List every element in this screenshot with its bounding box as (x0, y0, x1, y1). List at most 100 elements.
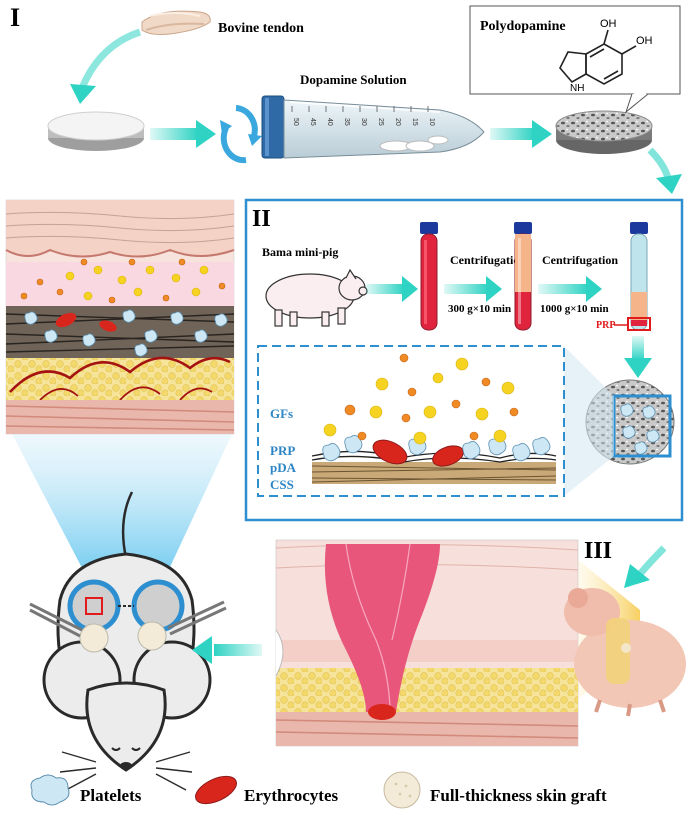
css-layer-label: CSS (270, 477, 294, 492)
growth-factor-orange (178, 258, 186, 266)
growth-factor-yellow (133, 287, 143, 297)
growth-factor-yellow (323, 423, 337, 437)
platelet (44, 329, 58, 343)
collagen-disc (47, 111, 145, 151)
centrifugation-label-one: Centrifugation (450, 253, 526, 267)
arrow-prp-to-disc (632, 336, 644, 360)
legend-skin-graft-dots (394, 782, 412, 798)
arrow-tube-to-pda (490, 128, 534, 140)
blood-tube-prp (627, 222, 651, 331)
polydopamine-callout (469, 5, 681, 114)
prp-layer-label: PRP (270, 443, 295, 458)
growth-factor-orange (469, 431, 479, 441)
growth-factor-yellow (501, 381, 515, 395)
tube-scale-mark: 10 (428, 118, 435, 126)
growth-factor-yellow (191, 287, 201, 297)
section-two-label: II (252, 206, 271, 232)
growth-factor-orange (128, 258, 136, 266)
speed-label-two: 1000 g×10 min (540, 303, 609, 315)
arrow-tendon-to-disc (78, 28, 142, 90)
growth-factor-orange (20, 292, 28, 300)
zoom-growth-factors (323, 353, 519, 445)
disc-platelets (620, 403, 660, 455)
molecule-oh-top: OH (600, 18, 617, 30)
growth-factor-yellow (413, 431, 427, 445)
polydopamine-label: Polydopamine (480, 19, 566, 34)
molecule-nh: NH (570, 83, 584, 94)
platelet (620, 403, 634, 417)
skin-platelets-erythrocytes (55, 312, 117, 332)
growth-factor-orange (344, 404, 356, 416)
growth-factor-yellow (93, 265, 103, 275)
tube-scale-mark: 25 (377, 118, 384, 126)
growth-factor-orange (80, 258, 88, 266)
platelet (82, 333, 96, 347)
bama-pig-label: Bama mini-pig (262, 245, 338, 259)
growth-factor-orange (108, 296, 116, 304)
blood-tube-separated (514, 222, 532, 331)
bovine-tendon-picture (141, 10, 211, 35)
growth-factor-yellow (369, 405, 383, 419)
platelet (462, 441, 481, 460)
growth-factor-yellow (475, 407, 489, 421)
pda-layer-label: pDA (270, 460, 297, 475)
growth-factor-yellow (423, 405, 437, 419)
centrifugation-label-two: Centrifugation (542, 253, 618, 267)
skin-cross-section (5, 199, 235, 435)
zoom-wedge (564, 346, 614, 496)
legend-platelet-icon (30, 774, 70, 806)
arrow-pig-to-tube (366, 284, 404, 294)
growth-factor-orange (407, 387, 417, 397)
growth-factor-orange (399, 353, 409, 363)
growth-factor-orange (36, 278, 44, 286)
tube-scale-mark: 50 (292, 118, 299, 126)
platelet (24, 311, 38, 325)
dopamine-tube (261, 95, 485, 159)
tube-scale-mark: 35 (343, 118, 350, 126)
tube-scale-mark: 15 (411, 118, 418, 126)
arrow-wound-to-rat-head (192, 636, 212, 664)
section-two: II Bama mini-pig Centrifugation 300 g×10… (244, 198, 684, 522)
css-layer (311, 462, 557, 484)
arrow-wound-to-rat (214, 644, 262, 656)
growth-factor-yellow (455, 357, 469, 371)
arrow-tube2-to-tube3 (538, 284, 588, 294)
growth-factor-orange (509, 407, 519, 417)
beam-skin-to-rat (12, 434, 232, 610)
growth-factor-orange (162, 294, 170, 302)
platelet (144, 329, 158, 343)
arrow-disc-to-tube (150, 128, 198, 140)
legend: Platelets Erythrocytes Full-thickness sk… (30, 771, 607, 809)
legend-skin-graft-icon (383, 771, 421, 809)
growth-factor-yellow (117, 275, 127, 285)
bama-mini-pig-picture (265, 268, 368, 327)
arrow-section-to-mouse (637, 545, 667, 577)
growth-factor-yellow (199, 265, 209, 275)
growth-factor-yellow (432, 372, 444, 384)
platelet (512, 443, 531, 462)
arrow-tube-to-pda-head (532, 120, 552, 148)
tube-scale-mark: 45 (309, 118, 316, 126)
tube-scale-mark: 30 (360, 118, 367, 126)
growth-factor-yellow (145, 265, 155, 275)
nude-mouse-picture (564, 588, 686, 717)
arrow-disc-to-tube-head (196, 120, 216, 148)
rotation-icon (220, 105, 258, 164)
growth-factor-yellow (83, 291, 93, 301)
dopamine-solution-label: Dopamine Solution (300, 72, 407, 87)
molecule-oh-right: OH (636, 35, 653, 47)
prp-marker-label: PRP (596, 320, 615, 331)
arrow-pda-to-prp-area-head (656, 174, 682, 194)
growth-factor-orange (357, 431, 367, 441)
section-one: I (10, 3, 682, 194)
platelet (642, 405, 656, 419)
tube-scale-mark: 40 (326, 118, 333, 126)
platelet (194, 329, 208, 343)
tube-scale-mark: 20 (394, 118, 401, 126)
arrow-pda-to-prp-area (647, 147, 672, 180)
arrow-tendon-to-disc-head (70, 84, 96, 104)
wound-cross-section (275, 539, 579, 747)
section-one-label: I (10, 3, 20, 32)
zoom-erythrocytes (372, 439, 464, 467)
